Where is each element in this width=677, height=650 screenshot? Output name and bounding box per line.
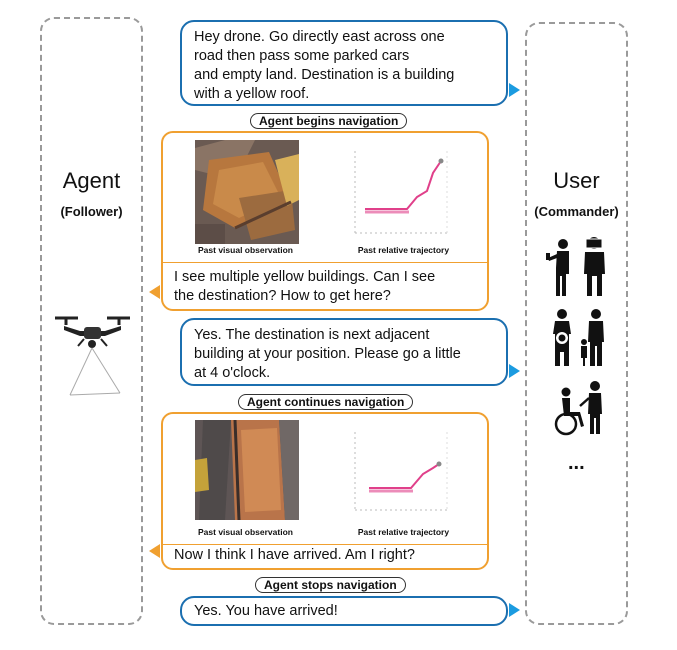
trajectory-plot-1 — [354, 151, 448, 234]
agent-message-1-arrow — [149, 285, 160, 299]
user-message-1-line: and empty land. Destination is a buildin… — [194, 67, 455, 83]
user-message-1: Hey drone. Go directly east across one r… — [180, 20, 508, 106]
user-message-2-line: at 4 o'clock. — [194, 365, 271, 381]
user-message-1-line: Hey drone. Go directly east across one — [194, 29, 445, 45]
agent-message-1-line: the destination? How to get here? — [174, 288, 391, 304]
agent-message-2-arrow — [149, 544, 160, 558]
pregnant-woman-icon — [553, 309, 571, 366]
trajectory-caption-1: Past relative trajectory — [357, 245, 450, 255]
observation-caption-2: Past visual observation — [198, 527, 293, 537]
user-message-2-line: Yes. The destination is next adjacent — [194, 327, 430, 343]
user-message-2: Yes. The destination is next adjacent bu… — [180, 318, 508, 386]
stage-continue-label: Agent continues navigation — [238, 394, 414, 410]
panel-divider-1 — [163, 262, 487, 263]
wheelchair-user-icon — [554, 381, 602, 436]
user-message-1-line: road then pass some parked cars — [194, 48, 410, 64]
user-message-3-arrow — [509, 603, 520, 617]
trajectory-plot-2 — [354, 432, 448, 511]
agent-column — [40, 17, 143, 625]
stage-begin-label: Agent begins navigation — [250, 113, 408, 129]
user-message-1-arrow — [509, 83, 520, 97]
stage-stop-label: Agent stops navigation — [255, 577, 406, 593]
agent-message-1-line: I see multiple yellow buildings. Can I s… — [174, 269, 436, 285]
user-title: User — [553, 168, 600, 193]
person-with-camera-icon — [584, 237, 605, 296]
panel-divider-2 — [163, 544, 487, 545]
drone-icon — [55, 316, 130, 396]
user-message-2-arrow — [509, 364, 520, 378]
aerial-observation-image-2 — [195, 420, 299, 520]
aerial-observation-image-1 — [195, 140, 299, 244]
user-message-1-line: with a yellow roof. — [194, 86, 310, 102]
person-with-phone-icon — [546, 239, 569, 296]
agent-message-1: I see multiple yellow buildings. Can I s… — [174, 268, 484, 306]
more-users-ellipsis: ... — [568, 452, 585, 474]
agent-title: Agent — [62, 168, 121, 193]
agent-message-2: Now I think I have arrived. Am I right? — [174, 546, 484, 565]
agent-message-2-line: Now I think I have arrived. Am I right? — [174, 547, 415, 563]
observation-caption-1: Past visual observation — [198, 245, 293, 255]
user-message-2-line: building at your position. Please go a l… — [194, 346, 461, 362]
user-subtitle: (Commander) — [534, 204, 619, 219]
agent-subtitle: (Follower) — [60, 204, 123, 219]
parent-and-child-icon — [581, 309, 604, 366]
trajectory-caption-2: Past relative trajectory — [357, 527, 450, 537]
user-message-3: Yes. You have arrived! — [180, 596, 508, 626]
user-column — [525, 22, 628, 625]
user-message-3-line: Yes. You have arrived! — [194, 603, 338, 619]
